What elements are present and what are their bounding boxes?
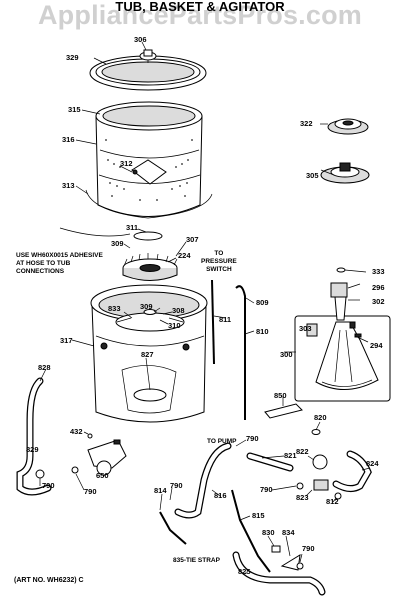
hub-nut xyxy=(122,253,178,281)
part-label: 300 xyxy=(280,350,293,359)
pressure-note-line: PRESSURE xyxy=(201,258,237,265)
agitator xyxy=(294,267,391,402)
agitator-top xyxy=(320,162,370,184)
tie-strap-note: 835-TIE STRAP xyxy=(173,557,220,564)
part-label: 833 xyxy=(108,304,121,313)
part-label: 302 xyxy=(372,297,385,306)
diagram-title: TUB, BASKET & AGITATOR xyxy=(115,0,285,14)
hose-809 xyxy=(235,285,246,420)
balance-ring xyxy=(89,49,207,91)
part-label: 333 xyxy=(372,267,385,276)
part-label: 650 xyxy=(96,471,109,480)
part-label: 850 xyxy=(274,391,287,400)
valve xyxy=(296,454,329,491)
part-label: 834 xyxy=(282,528,295,537)
part-label: 329 xyxy=(66,53,79,62)
part-label: 829 xyxy=(26,445,39,454)
pressure-hose xyxy=(211,279,215,365)
leader-lines xyxy=(39,41,371,574)
ring-309 xyxy=(133,231,163,241)
outer-tub xyxy=(90,284,208,423)
part-label: 308 xyxy=(172,306,185,315)
part-label: 814 xyxy=(154,486,167,495)
part-label: 824 xyxy=(366,459,379,468)
part-label: 827 xyxy=(141,350,154,359)
adhesive-note-line: USE WH60X0015 ADHESIVE xyxy=(16,252,103,259)
part-label: 790 xyxy=(302,544,315,553)
part-label: 821 xyxy=(284,451,297,460)
part-label: 296 xyxy=(372,283,385,292)
part-label: 812 xyxy=(326,497,339,506)
part-label: 810 xyxy=(256,327,269,336)
part-label: 432 xyxy=(70,427,83,436)
part-label: 809 xyxy=(256,298,269,307)
part-label: 790 xyxy=(170,481,183,490)
to-pump-note: TO PUMP xyxy=(207,438,237,445)
part-label: 313 xyxy=(62,181,75,190)
part-label: 322 xyxy=(300,119,313,128)
part-label: 811 xyxy=(219,315,231,324)
part-label: 224 xyxy=(178,251,191,260)
art-number: (ART NO. WH6232) C xyxy=(14,577,84,584)
basket-clamp-ring xyxy=(85,189,213,219)
part-label: 815 xyxy=(252,511,265,520)
part-label: 315 xyxy=(68,105,81,114)
part-label: 307 xyxy=(186,235,199,244)
part-label: 790 xyxy=(84,487,97,496)
part-label: 305 xyxy=(306,171,319,180)
pressure-note-line: SWITCH xyxy=(206,266,232,273)
part-label: 306 xyxy=(134,35,147,44)
part-label: 317 xyxy=(60,336,73,345)
adhesive-note-line: CONNECTIONS xyxy=(16,268,65,275)
watermark: AppliancePartsPros.com xyxy=(37,0,362,30)
part-label: 311 xyxy=(126,223,138,232)
part-label: 312 xyxy=(120,159,133,168)
part-label: 790 xyxy=(246,434,259,443)
part-labels: 306 329 315 316 312 313 311 309 307 224 … xyxy=(26,35,385,576)
part-label: 309 xyxy=(140,302,153,311)
pressure-note-line: TO xyxy=(214,250,224,257)
agitator-cap xyxy=(327,118,369,135)
basket-perforations xyxy=(105,139,193,201)
adhesive-note-line: AT HOSE TO TUB xyxy=(16,260,71,267)
part-label: 303 xyxy=(299,324,312,333)
part-label: 822 xyxy=(296,447,309,456)
part-label: 828 xyxy=(38,363,51,372)
part-label: 294 xyxy=(370,341,383,350)
part-label: 825 xyxy=(238,567,251,576)
part-label: 790 xyxy=(42,481,55,490)
pump xyxy=(87,433,127,476)
adhesive-note: USE WH60X0015 ADHESIVE AT HOSE TO TUB CO… xyxy=(16,252,103,276)
part-label: 790 xyxy=(260,485,273,494)
part-label: 316 xyxy=(62,135,75,144)
part-label: 309 xyxy=(111,239,124,248)
part-label: 830 xyxy=(262,528,275,537)
part-label: 816 xyxy=(214,491,227,500)
wash-basket xyxy=(95,101,203,217)
pressure-switch-note: TO PRESSURE SWITCH xyxy=(201,250,237,274)
part-label: 820 xyxy=(314,413,327,422)
part-label: 310 xyxy=(168,321,181,330)
part-label: 823 xyxy=(296,493,309,502)
bracket-850 xyxy=(264,403,303,419)
